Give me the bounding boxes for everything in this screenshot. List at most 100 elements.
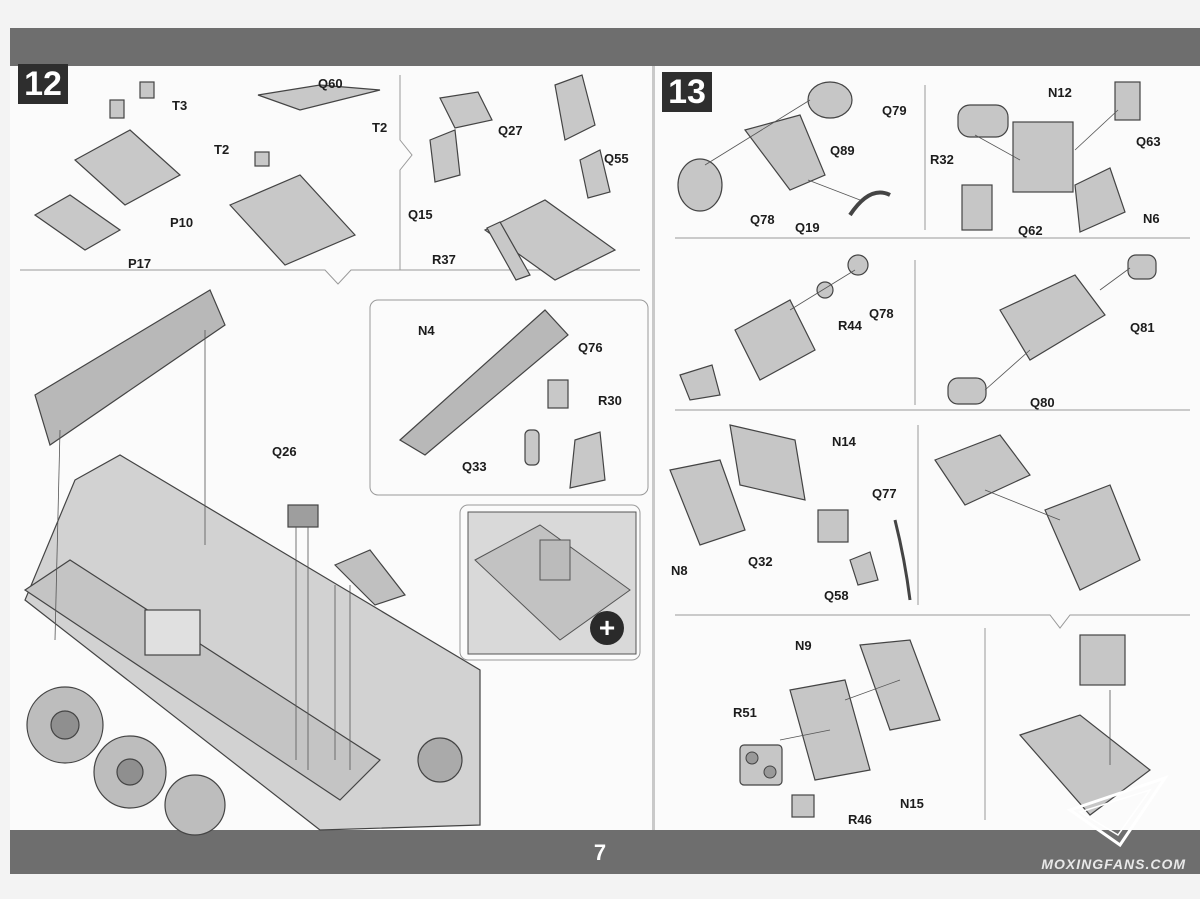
guide-line (1099, 267, 1131, 291)
part-r51-hole (763, 765, 777, 779)
part-q78-wheel (677, 158, 723, 212)
part-n8 (669, 459, 746, 546)
page-number: 7 (593, 840, 607, 865)
part-q81 (1127, 254, 1157, 280)
part-label: Q26 (272, 444, 297, 459)
part-r32 (957, 104, 1009, 138)
guide-line (984, 489, 1061, 521)
part-hull-floor (23, 559, 381, 801)
part-label: Q81 (1130, 320, 1155, 335)
zoom-in-icon: + (590, 611, 624, 645)
part-q63 (1114, 81, 1141, 121)
guide-line (807, 179, 861, 201)
part-label: N15 (900, 796, 924, 811)
part-label: P17 (128, 256, 152, 271)
guide-line (1074, 109, 1119, 151)
part-hull-seat (333, 549, 406, 606)
part-label: N4 (418, 323, 435, 338)
detail-hull (474, 524, 631, 641)
part-label: Q76 (578, 340, 603, 355)
part-q55 (579, 149, 611, 199)
part-label: T2 (372, 120, 388, 135)
part-q19 (848, 190, 891, 217)
part-label: Q62 (1018, 223, 1043, 238)
guide-line (789, 269, 856, 311)
part-q27 (439, 91, 493, 129)
part-label: R46 (848, 812, 872, 827)
part-assembly (228, 174, 357, 266)
part-q26 (287, 504, 319, 528)
page-spine (652, 66, 655, 830)
part-label: R32 (930, 152, 954, 167)
part-r44 (816, 281, 834, 299)
top-band (10, 28, 1200, 66)
part-label: N6 (1143, 211, 1160, 226)
divider-line (675, 614, 1190, 629)
part-q60 (257, 84, 381, 111)
part-p10 (73, 129, 182, 206)
part-q76 (547, 379, 569, 409)
part-hull (24, 454, 481, 831)
part-top-box (1079, 634, 1126, 686)
part-label: Q19 (795, 220, 820, 235)
part-label: P10 (170, 215, 194, 230)
moxingfans-logo (1066, 775, 1169, 848)
part-r51-hole (745, 751, 759, 765)
part-road-wheel (164, 774, 226, 836)
part-label: Q80 (1030, 395, 1055, 410)
part-q58 (849, 551, 879, 586)
part-label: N8 (671, 563, 688, 578)
part-wheel-detail (417, 737, 463, 783)
part-r51 (739, 744, 783, 786)
part-label: Q79 (882, 103, 907, 118)
step-number-badge: 13 (662, 72, 712, 112)
part-label: R30 (598, 393, 622, 408)
part-q33 (524, 429, 540, 466)
part-n4-bulkhead (398, 309, 569, 456)
part-label: Q77 (872, 486, 897, 501)
part-box (144, 609, 201, 656)
part-q79 (807, 81, 853, 119)
part-engine-c (934, 434, 1031, 506)
part-p17 (33, 194, 122, 251)
part-q80 (947, 377, 987, 405)
part-label: N14 (832, 434, 856, 449)
part-engine-b (999, 274, 1106, 361)
part-label: Q60 (318, 76, 343, 91)
guide-line (704, 99, 811, 166)
part-label: N9 (795, 638, 812, 653)
divider-line (399, 75, 413, 270)
part-label: Q55 (604, 151, 629, 166)
guide-line (984, 349, 1031, 391)
part-engine-block (1044, 484, 1141, 591)
guide-line (844, 679, 901, 701)
part-label: Q89 (830, 143, 855, 158)
part-label: Q58 (824, 588, 849, 603)
part-q62 (961, 184, 993, 231)
detail-seat (539, 539, 571, 581)
part-label: Q32 (748, 554, 773, 569)
part-label: Q63 (1136, 134, 1161, 149)
part-q77 (893, 519, 912, 601)
part-t2 (254, 151, 270, 167)
guide-line (779, 729, 831, 741)
part-wheel-hub (50, 710, 80, 740)
guide-line (54, 429, 61, 641)
part-label: Q78 (869, 306, 894, 321)
part-t3 (109, 99, 125, 119)
bottom-band (10, 830, 1200, 874)
detail-frame (459, 504, 641, 661)
part-n9 (859, 639, 941, 731)
step-number-badge: 12 (18, 64, 68, 104)
part-label: R44 (838, 318, 862, 333)
part-q32 (817, 509, 849, 543)
part-engine-final (1018, 714, 1151, 816)
part-label: R37 (432, 252, 456, 267)
part-seat (554, 74, 596, 141)
part-label: T3 (172, 98, 188, 113)
part-r37 (486, 221, 531, 281)
part-label: Q15 (408, 207, 433, 222)
part-wheel-hub (116, 758, 144, 786)
part-n12 (1012, 121, 1074, 193)
